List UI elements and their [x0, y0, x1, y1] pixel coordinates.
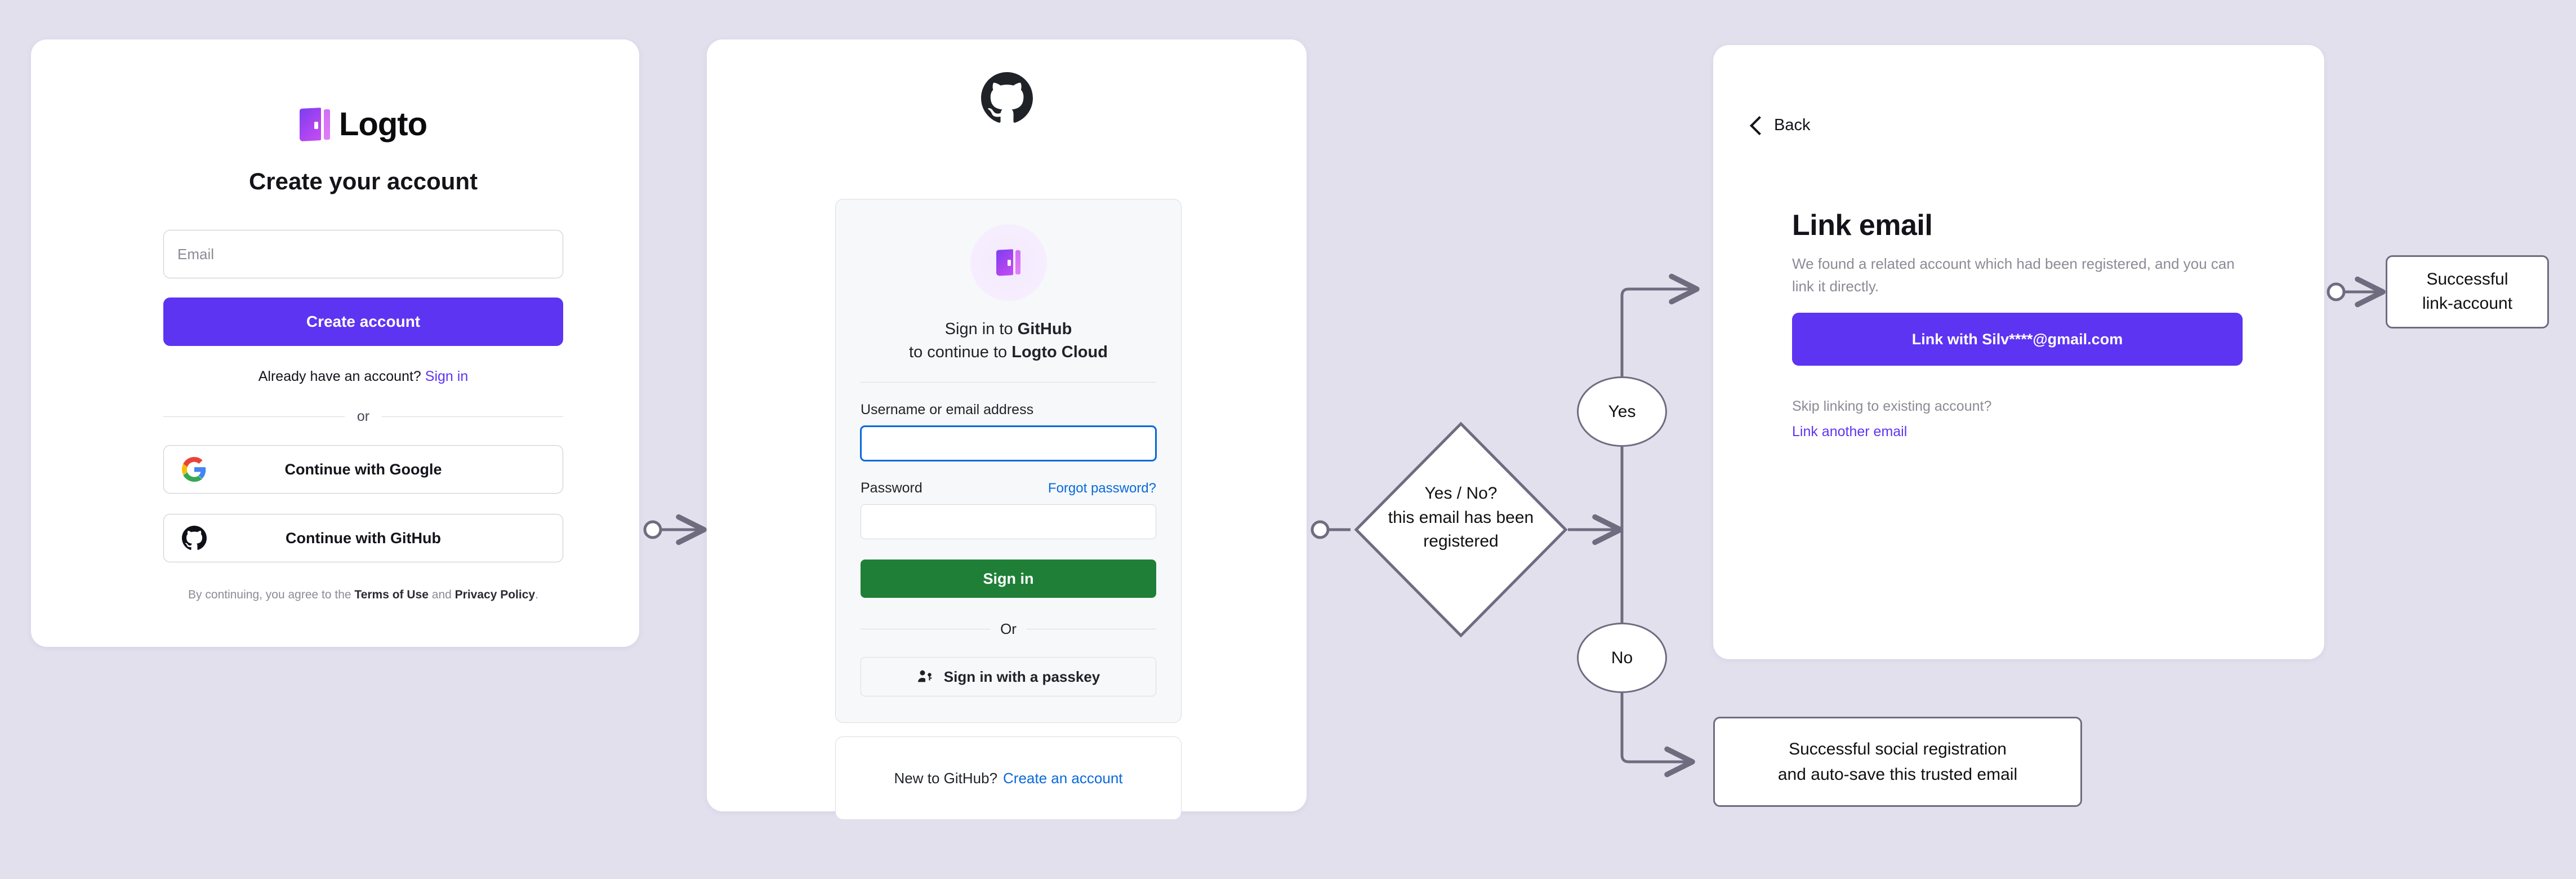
or-divider: or	[163, 409, 564, 425]
subline-app: Logto Cloud	[1011, 343, 1108, 362]
chevron-left-icon	[1750, 116, 1769, 135]
back-button[interactable]: Back	[1750, 116, 1811, 135]
continue-with-github-button[interactable]: Continue with GitHub	[163, 514, 563, 562]
logto-door-icon	[299, 107, 331, 142]
link-another-email-link[interactable]: Link another email	[1792, 424, 1908, 440]
signup-card-body: Logto Create your account Email Create a…	[138, 39, 589, 602]
username-input[interactable]	[861, 426, 1156, 461]
email-input[interactable]: Email	[163, 230, 563, 278]
github-signin-panel: Sign in to GitHub to continue to Logto C…	[835, 199, 1182, 723]
back-label: Back	[1774, 116, 1811, 134]
result-successful-social-registration: Successful social registration and auto-…	[1713, 717, 2082, 807]
link-email-description: We found a related account which had bee…	[1792, 255, 2235, 295]
panel-divider	[861, 382, 1156, 383]
signup-card: Logto Create your account Email Create a…	[31, 39, 639, 647]
password-input[interactable]	[861, 504, 1156, 540]
signin-headline: Sign in to GitHub to continue to Logto C…	[861, 318, 1156, 364]
decision-branch-no: No	[1577, 623, 1667, 693]
logto-door-icon	[996, 248, 1021, 277]
terms-of-use-link[interactable]: Terms of Use	[354, 588, 429, 601]
logto-logo: Logto	[138, 107, 589, 142]
legal-text: By continuing, you agree to the Terms of…	[138, 588, 589, 602]
new-to-github-box: New to GitHub? Create an account	[835, 736, 1182, 820]
google-icon	[182, 457, 206, 482]
logto-wordmark: Logto	[338, 106, 427, 143]
legal-period: .	[535, 588, 538, 601]
sign-in-link[interactable]: Sign in	[425, 369, 469, 384]
link-email-title: Link email	[1792, 209, 1933, 242]
decision-line-1: Yes / No?	[1424, 484, 1498, 503]
page-title: Create your account	[248, 168, 478, 194]
or-divider: Or	[861, 620, 1157, 638]
continue-with-google-button[interactable]: Continue with Google	[163, 445, 563, 494]
username-label: Username or email address	[861, 402, 1034, 418]
result-social-line-2: and auto-save this trusted email	[1777, 765, 2018, 784]
or-label: or	[356, 409, 370, 424]
new-to-github-text: New to GitHub?	[894, 769, 998, 787]
password-label-row: Password Forgot password?	[861, 480, 1156, 496]
passkey-button-label: Sign in with a passkey	[943, 668, 1100, 685]
skip-linking-text: Skip linking to existing account?	[1792, 398, 1992, 414]
github-mark-icon	[981, 72, 1033, 123]
github-signin-card: Sign in to GitHub to continue to Logto C…	[707, 39, 1307, 820]
privacy-policy-link[interactable]: Privacy Policy	[454, 588, 536, 601]
link-with-email-button[interactable]: Link with Silv****@gmail.com	[1792, 313, 2243, 366]
link-email-card: Back Link email We found a related accou…	[1713, 45, 2324, 659]
have-account-text: Already have an account?	[258, 369, 421, 384]
decision-branch-yes: Yes	[1577, 376, 1667, 447]
forgot-password-link[interactable]: Forgot password?	[1048, 481, 1156, 496]
decision-node-label: Yes / No? this email has been registered	[1354, 482, 1568, 554]
headline-provider: GitHub	[1017, 320, 1072, 338]
sign-in-with-passkey-button[interactable]: Sign in with a passkey	[861, 657, 1156, 697]
result-link-line-1: Successful	[2426, 270, 2508, 289]
password-label: Password	[861, 480, 922, 496]
decision-line-3: registered	[1423, 532, 1499, 551]
legal-and: and	[431, 588, 452, 601]
legal-prefix: By continuing, you agree to the	[188, 588, 351, 601]
result-successful-link-account: Successful link-account	[2386, 255, 2549, 328]
divider-line-right	[382, 416, 564, 417]
subline-prefix: to continue to	[909, 343, 1012, 362]
headline-prefix: Sign in to	[944, 320, 1018, 338]
create-an-account-link[interactable]: Create an account	[1003, 769, 1123, 787]
create-account-button[interactable]: Create account	[163, 298, 563, 346]
github-button-label: Continue with GitHub	[286, 529, 441, 547]
or-label: Or	[1000, 620, 1017, 638]
github-icon	[182, 526, 207, 550]
result-link-line-2: link-account	[2422, 294, 2513, 313]
divider-line-left	[163, 416, 345, 417]
email-placeholder: Email	[177, 245, 215, 263]
google-button-label: Continue with Google	[284, 460, 442, 478]
person-key-icon	[917, 670, 932, 682]
result-social-line-1: Successful social registration	[1789, 740, 2007, 758]
app-logo-badge	[970, 224, 1047, 301]
have-account-row: Already have an account? Sign in	[138, 369, 589, 385]
github-sign-in-button[interactable]: Sign in	[861, 560, 1156, 598]
decision-line-2: this email has been	[1388, 508, 1534, 527]
